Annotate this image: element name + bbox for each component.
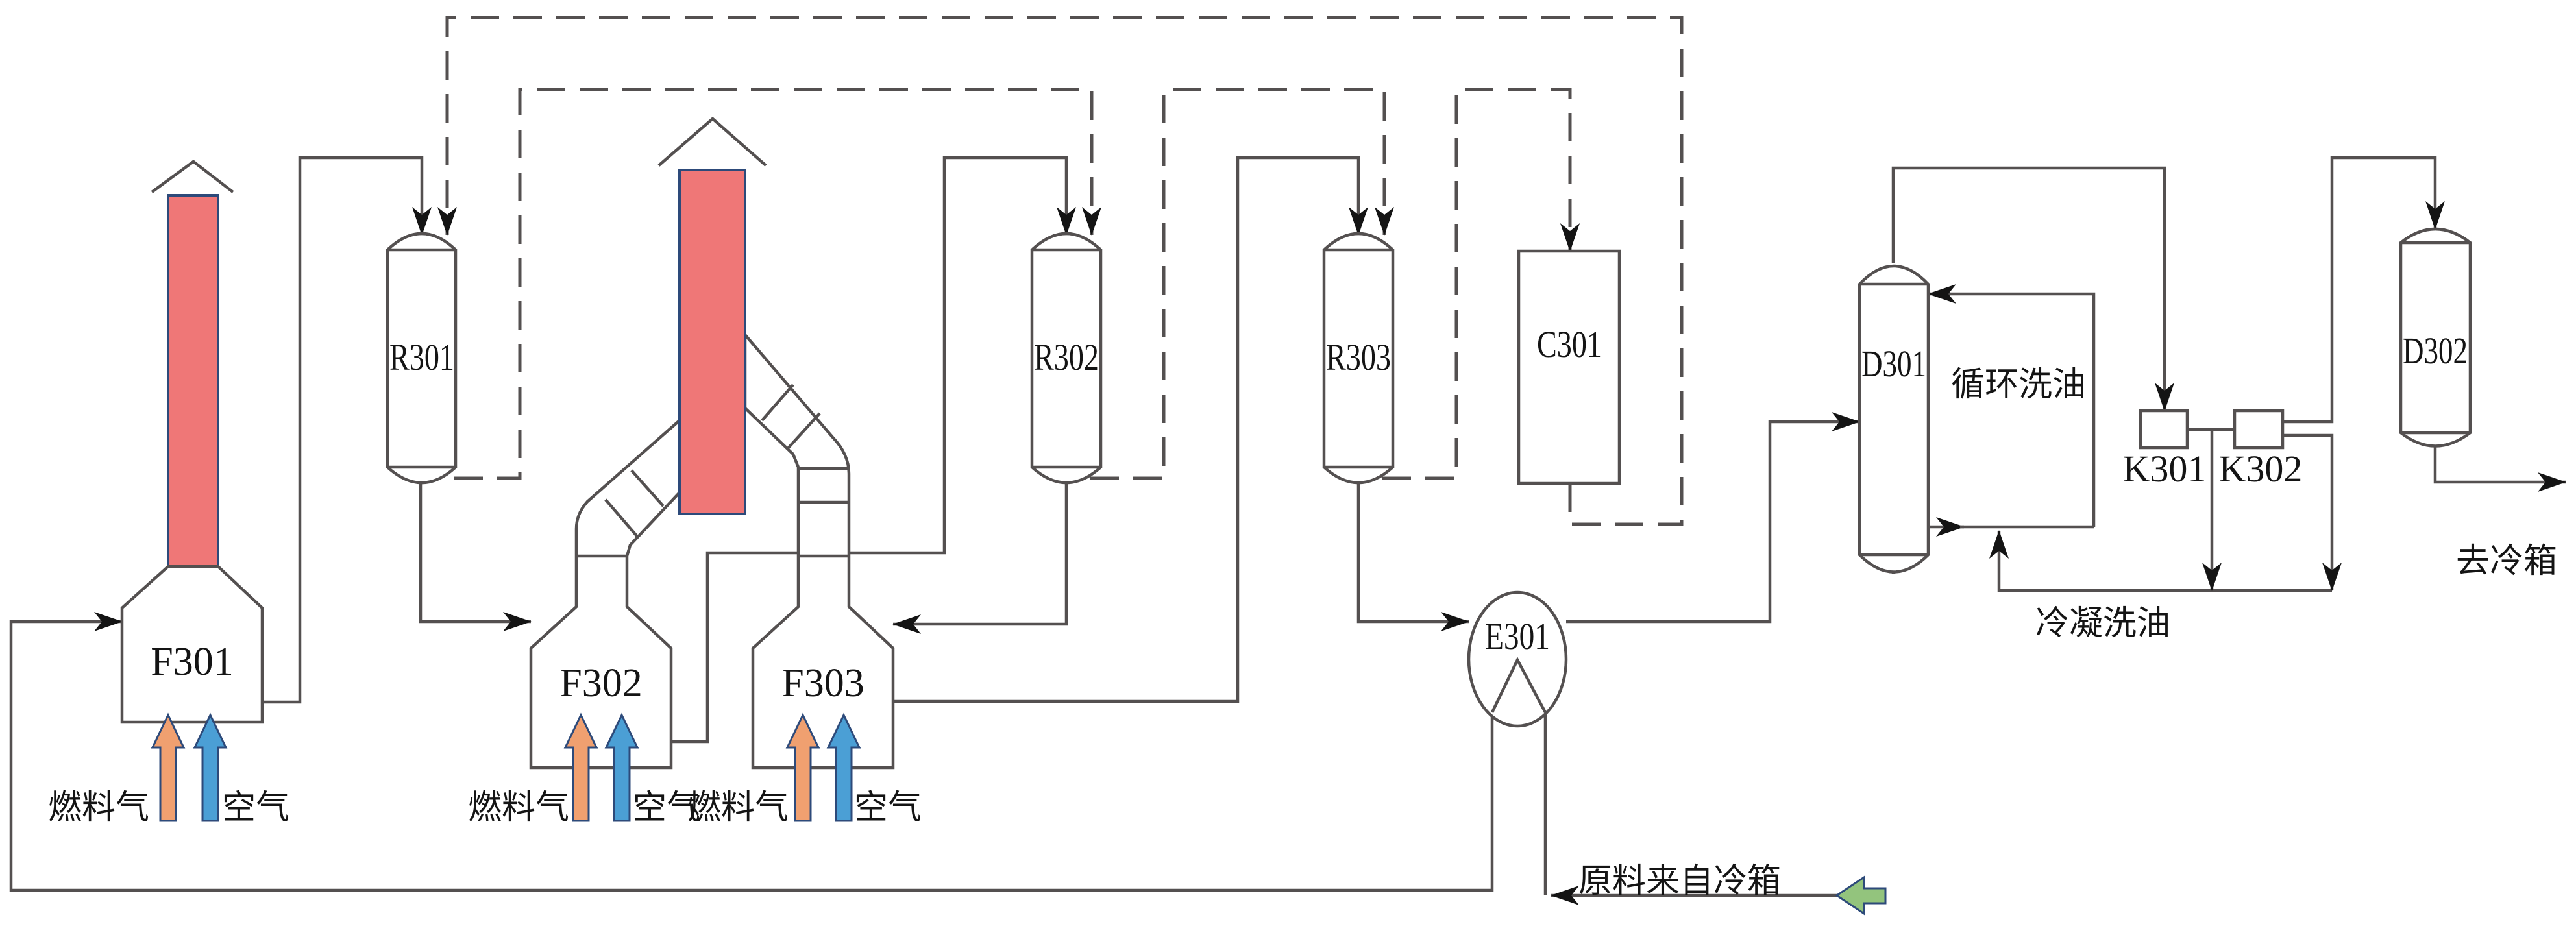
reactor-r302-label: R302 (1034, 336, 1099, 378)
line-r302-to-f303 (892, 482, 1068, 634)
drum-d302-label: D302 (2403, 330, 2468, 372)
drum-d301[interactable]: D301 (1858, 264, 1930, 574)
feed-arrow (1835, 875, 1887, 916)
heat-exchanger-e301-label: E301 (1485, 615, 1550, 657)
drum-d302[interactable]: D302 (2399, 227, 2472, 448)
stack-cap-2 (657, 117, 767, 167)
column-c301-label: C301 (1537, 323, 1602, 365)
stack-1 (167, 194, 219, 568)
fuel-gas-label-f301: 燃料气 (48, 788, 149, 827)
air-label-f302: 空气 (633, 788, 700, 827)
line-f301-to-r301 (262, 156, 432, 704)
duct-f303-rib-1 (761, 383, 794, 422)
duct-f302-rib-1 (630, 469, 665, 507)
air-label-f303: 空气 (854, 788, 922, 827)
fuel-gas-arrow-icon (151, 712, 186, 822)
line-e301-to-d301 (1566, 412, 1860, 624)
recycle-wash-oil-label: 循环洗油 (1951, 365, 2086, 404)
line-d301-to-k301 (1891, 166, 2174, 411)
line-recycle-wash-oil-return (1928, 284, 2096, 527)
line-k302-to-d302 (2283, 156, 2445, 424)
furnace-f301[interactable] (120, 565, 264, 724)
fuel-gas-arrow-icon (785, 712, 820, 822)
air-label-f301: 空气 (222, 788, 289, 827)
cooler-k302-label: K302 (2219, 448, 2303, 490)
line-r303-to-e301 (1356, 482, 1469, 631)
to-cold-box-label: 去冷箱 (2456, 542, 2557, 581)
furnace-f303-label: F303 (781, 661, 864, 705)
regeneration-lines (437, 16, 1684, 526)
air-arrow-icon (604, 712, 639, 822)
duct-f303 (743, 330, 895, 770)
air-arrow-icon (826, 712, 861, 822)
dashed-line-r303-to-c301 (1382, 88, 1580, 480)
furnace-f302-f303-group: F302 F303 (529, 117, 895, 770)
line-condensed-wash-oil (1989, 530, 2332, 592)
cooler-k301-label: K301 (2123, 448, 2207, 490)
furnace-f301-label: F301 (151, 640, 233, 684)
reactor-r301[interactable]: R301 (386, 232, 458, 485)
column-c301[interactable]: C301 (1517, 249, 1621, 485)
duct-f302-rib-2 (604, 498, 639, 538)
drum-d301-label: D301 (1861, 343, 1926, 385)
condensed-wash-oil-label: 冷凝洗油 (2035, 604, 2170, 643)
line-f302-to-r302 (671, 156, 1076, 744)
line-k302-condensate (2283, 433, 2342, 591)
line-d302-to-cold-box (2433, 446, 2566, 492)
dashed-line-c301-to-r301 (437, 16, 1684, 526)
line-e301-to-f301 (9, 612, 1494, 892)
fuel-gas-arrow-icon (563, 712, 598, 822)
line-f303-to-r303 (893, 156, 1368, 703)
reactor-r303[interactable]: R303 (1322, 232, 1395, 485)
stack-cap-1 (151, 160, 234, 193)
stack-2 (678, 169, 746, 515)
furnace-f301-group: F301 (120, 160, 264, 724)
process-lines (9, 156, 2566, 905)
line-r301-to-f302 (419, 482, 532, 631)
feed-from-cold-box-label: 原料来自冷箱 (1578, 862, 1781, 901)
reactor-r303-label: R303 (1326, 336, 1391, 378)
cooler-k301[interactable]: K301 (2123, 409, 2207, 490)
cooler-k302[interactable]: K302 (2219, 409, 2303, 490)
fuel-gas-label-f302: 燃料气 (468, 788, 569, 827)
duct-f302 (529, 417, 681, 770)
dashed-line-r301-to-r302 (454, 88, 1101, 480)
furnace-f302-label: F302 (559, 661, 642, 705)
reactor-r302[interactable]: R302 (1030, 232, 1103, 485)
duct-f303-rib-2 (786, 412, 821, 450)
heat-exchanger-e301[interactable]: E301 (1467, 590, 1568, 728)
reactor-r301-label: R301 (389, 336, 454, 378)
burner-inlets (151, 712, 861, 822)
air-arrow-icon (193, 712, 228, 822)
dashed-line-r302-to-r303 (1090, 88, 1394, 480)
fuel-gas-label-f303: 燃料气 (687, 788, 789, 827)
